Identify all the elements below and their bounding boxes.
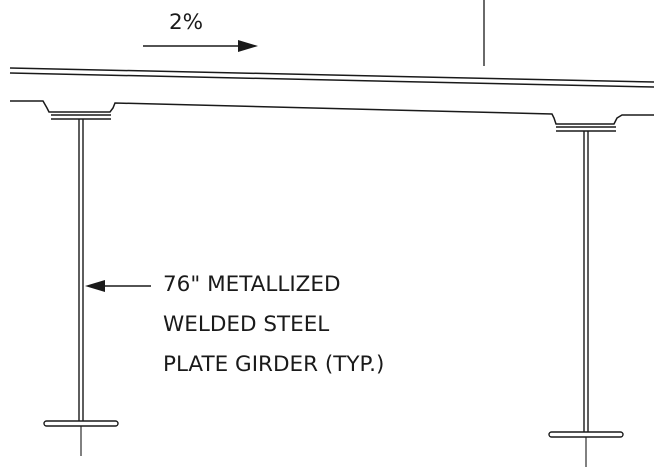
girder-callout-line-2: WELDED STEEL <box>163 312 330 337</box>
deck-top-surface <box>9 67 654 88</box>
left-girder <box>43 114 119 456</box>
girder-callout-line-1: 76" METALLIZED <box>163 272 341 297</box>
right-girder <box>548 126 624 467</box>
callout-leader-arrow <box>85 280 151 292</box>
deck-soffit-haunches <box>10 100 654 125</box>
slope-arrow <box>143 40 258 52</box>
girder-callout-line-3: PLATE GIRDER (TYP.) <box>163 352 385 377</box>
slope-label: 2% <box>169 10 204 35</box>
